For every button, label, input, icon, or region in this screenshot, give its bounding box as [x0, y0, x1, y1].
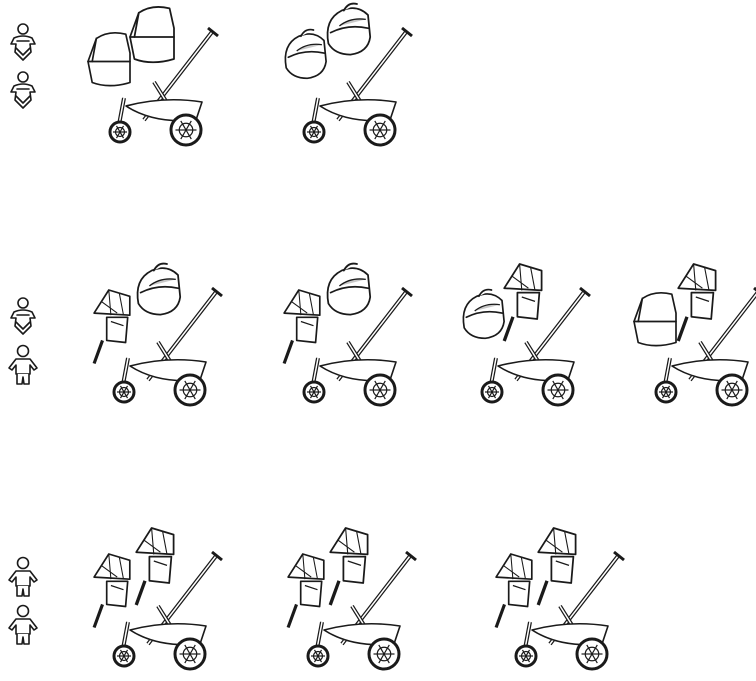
infant-icon: [4, 296, 42, 338]
toddler-icon: [4, 604, 42, 646]
configuration-row-1: [0, 0, 756, 160]
child-icons: [4, 22, 42, 118]
stroller-double-bassinet: [84, 2, 224, 152]
stroller-bassinet-and-toddler-seat: [630, 262, 756, 412]
infant-icon: [4, 22, 42, 64]
configuration-row-2: [0, 262, 756, 422]
infant-icon: [4, 70, 42, 112]
toddler-icon: [4, 556, 42, 598]
toddler-icon: [4, 344, 42, 386]
child-icons: [4, 296, 42, 392]
stroller-double-car-seat: [278, 2, 418, 152]
stroller-toddler-seat-and-car-seat: [278, 262, 418, 412]
stroller-double-toddler-seat: [490, 526, 630, 676]
stroller-double-toddler-seat: [88, 526, 228, 676]
stroller-double-toddler-seat: [282, 526, 422, 676]
stroller-car-seat-and-toddler-seat: [456, 262, 596, 412]
stroller-toddler-seat-and-car-seat: [88, 262, 228, 412]
configuration-row-3: [0, 526, 756, 681]
child-icons: [4, 556, 42, 652]
